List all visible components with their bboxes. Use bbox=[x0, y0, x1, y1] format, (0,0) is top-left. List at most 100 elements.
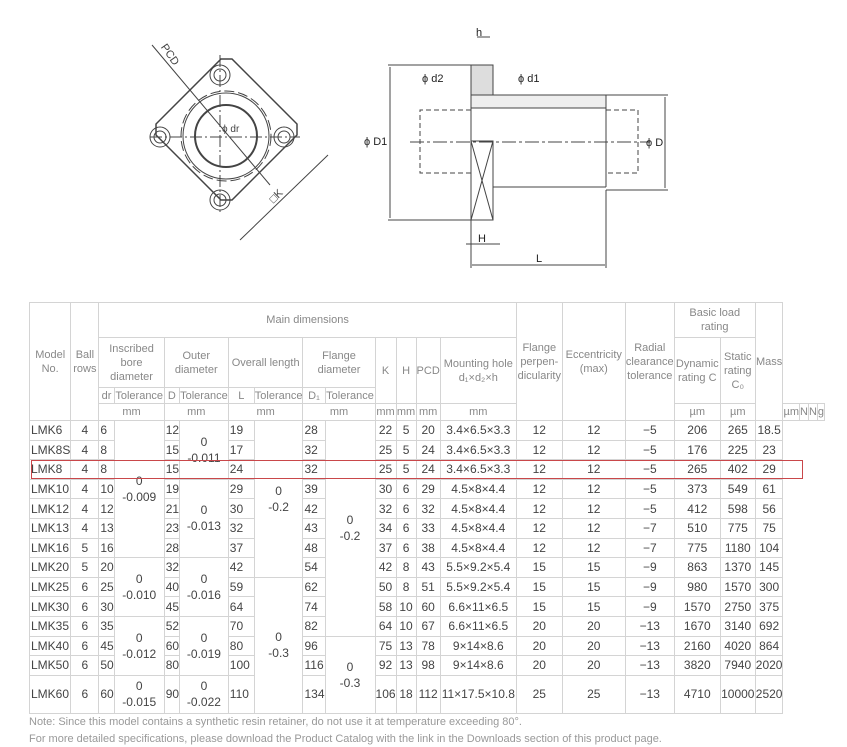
cell-L-tolerance: 0-0.2 bbox=[253, 420, 304, 578]
cell-D1: 74 bbox=[302, 596, 326, 617]
tolerance-lower: -0.009 bbox=[122, 490, 157, 505]
cell-mass: 2520 bbox=[754, 674, 784, 714]
tolerance-upper: 0 bbox=[135, 474, 143, 489]
cell-flange-perpendicularity: 12 bbox=[515, 517, 563, 539]
cell-L: 110 bbox=[227, 674, 255, 714]
cell-dr: 10 bbox=[98, 478, 115, 500]
cell-dr: 8 bbox=[98, 459, 115, 480]
cell-pcd: 51 bbox=[415, 576, 441, 598]
tolerance-upper: 0 bbox=[135, 630, 143, 645]
cell-flange-perpendicularity: 20 bbox=[515, 615, 563, 637]
tolerance-upper: 0 bbox=[200, 679, 208, 694]
header-h: H bbox=[395, 337, 417, 404]
cell-mounting-hole: 5.5×9.2×5.4 bbox=[439, 557, 517, 578]
cell-D1: 42 bbox=[302, 498, 326, 519]
cell-eccentricity: 12 bbox=[561, 439, 626, 461]
cell-D1: 54 bbox=[302, 557, 326, 578]
cell-D1: 28 bbox=[302, 420, 326, 441]
header-ball-rows: Ball rows bbox=[70, 302, 100, 421]
cell-ball-rows: 5 bbox=[70, 537, 100, 559]
cell-L: 64 bbox=[227, 596, 255, 617]
cell-k: 92 bbox=[374, 655, 397, 676]
header-D1-tolerance: Tolerance bbox=[324, 387, 376, 404]
cell-dr: 35 bbox=[98, 615, 115, 637]
cell-D: 80 bbox=[163, 655, 181, 676]
cell-dr-tolerance: 0-0.015 bbox=[113, 674, 165, 714]
header-flange-perpendicularity: Flange perpen-dicularity bbox=[515, 302, 563, 421]
cell-dynamic-rating: 176 bbox=[673, 439, 721, 461]
cell-D1: 116 bbox=[302, 655, 326, 676]
cell-pcd: 43 bbox=[415, 557, 441, 578]
cell-radial-clearance: −9 bbox=[624, 557, 675, 578]
cell-pcd: 60 bbox=[415, 596, 441, 617]
cell-ball-rows: 4 bbox=[70, 478, 100, 500]
header-k: K bbox=[374, 337, 397, 404]
cell-flange-perpendicularity: 12 bbox=[515, 459, 563, 480]
cell-flange-perpendicularity: 20 bbox=[515, 635, 563, 657]
unit-mass: g bbox=[816, 403, 826, 421]
header-radial-clearance: Radial clearance tolerance bbox=[624, 302, 675, 421]
cell-static-rating: 2750 bbox=[719, 596, 756, 617]
cell-eccentricity: 12 bbox=[561, 517, 626, 539]
cell-radial-clearance: −9 bbox=[624, 576, 675, 598]
cell-D: 23 bbox=[163, 517, 181, 539]
header-L: L bbox=[227, 387, 255, 404]
cell-h: 13 bbox=[395, 635, 417, 657]
cell-model: LMK10 bbox=[28, 478, 72, 500]
cell-L-tolerance: 0-0.3 bbox=[253, 576, 304, 714]
header-main-dimensions: Main dimensions bbox=[98, 302, 517, 338]
cell-L: 59 bbox=[227, 576, 255, 598]
specification-table: Model No. Ball rows Main dimensions Flan… bbox=[28, 302, 826, 714]
tolerance-lower: -0.012 bbox=[122, 646, 157, 661]
cell-k: 32 bbox=[374, 498, 397, 519]
cell-D1: 82 bbox=[302, 615, 326, 637]
cell-h: 18 bbox=[395, 674, 417, 714]
cell-eccentricity: 12 bbox=[561, 459, 626, 480]
cell-mounting-hole: 4.5×8×4.4 bbox=[439, 537, 517, 559]
cell-k: 25 bbox=[374, 439, 397, 461]
unit-h: mm bbox=[395, 403, 417, 421]
tolerance-lower: -0.010 bbox=[122, 588, 157, 603]
cell-k: 58 bbox=[374, 596, 397, 617]
d2-label: ϕ d2 bbox=[422, 73, 443, 85]
tolerance-upper: 0 bbox=[346, 659, 354, 674]
cell-h: 6 bbox=[395, 537, 417, 559]
cell-mass: 864 bbox=[754, 635, 784, 657]
cell-D1: 134 bbox=[302, 674, 326, 714]
cell-model: LMK50 bbox=[28, 655, 72, 676]
cell-model: LMK13 bbox=[28, 517, 72, 539]
cell-L: 24 bbox=[227, 459, 255, 480]
cell-D-tolerance: 0-0.016 bbox=[179, 557, 229, 617]
cell-dr: 6 bbox=[98, 420, 115, 441]
cell-flange-perpendicularity: 12 bbox=[515, 420, 563, 441]
cell-eccentricity: 15 bbox=[561, 596, 626, 617]
unit-bore: mm bbox=[98, 403, 165, 421]
cell-pcd: 98 bbox=[415, 655, 441, 676]
cell-D-tolerance: 0-0.013 bbox=[179, 478, 229, 559]
cell-D: 40 bbox=[163, 576, 181, 598]
cell-k: 75 bbox=[374, 635, 397, 657]
cell-D: 90 bbox=[163, 674, 181, 714]
cell-static-rating: 3140 bbox=[719, 615, 756, 637]
technical-drawings: PCD ϕ dr □K h ϕ d2 ϕ d1 ϕ D1 ϕ D H L bbox=[149, 27, 668, 268]
cell-mounting-hole: 9×14×8.6 bbox=[439, 655, 517, 676]
cell-ball-rows: 6 bbox=[70, 615, 100, 637]
cell-k: 22 bbox=[374, 420, 397, 441]
cell-model: LMK35 bbox=[28, 615, 72, 637]
unit-radial: µm bbox=[782, 403, 800, 421]
cell-D: 28 bbox=[163, 537, 181, 559]
header-pcd: PCD bbox=[415, 337, 441, 404]
cell-model: LMK25 bbox=[28, 576, 72, 598]
cell-radial-clearance: −5 bbox=[624, 420, 675, 441]
cell-mass: 300 bbox=[754, 576, 784, 598]
cell-dr: 20 bbox=[98, 557, 115, 578]
header-outer: Outer diameter bbox=[163, 337, 229, 388]
cell-radial-clearance: −5 bbox=[624, 439, 675, 461]
dr-label: ϕ dr bbox=[222, 124, 240, 135]
unit-static: N bbox=[807, 403, 818, 421]
tolerance-upper: 0 bbox=[200, 630, 208, 645]
cell-k: 42 bbox=[374, 557, 397, 578]
